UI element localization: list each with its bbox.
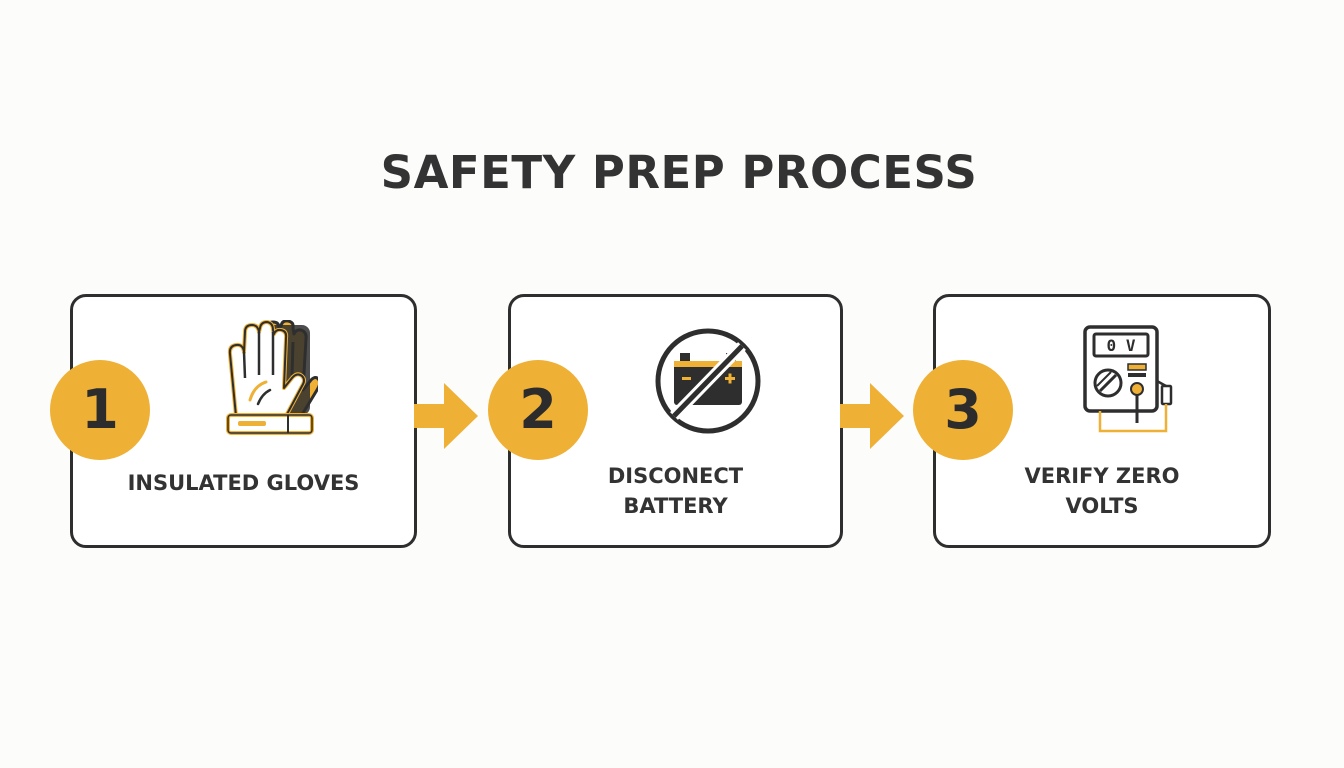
multimeter-icon: 0 V [1083, 325, 1173, 433]
step-label-2-line-1: DISCONECT [607, 464, 744, 488]
step-label-3-line-1: VERIFY ZERO [1024, 464, 1180, 488]
meter-display-text: 0 V [1107, 336, 1136, 355]
step-label-2: DISCONECT BATTERY [511, 461, 840, 521]
step-label-3: VERIFY ZERO VOLTS [936, 461, 1268, 521]
battery-disconnect-icon [655, 328, 761, 434]
step-number-badge-3: 3 [913, 360, 1013, 460]
step-label-3-line-2: VOLTS [1065, 494, 1139, 518]
step-label-1-line-1: INSULATED GLOVES [127, 471, 360, 495]
step-label-1: INSULATED GLOVES [73, 468, 414, 498]
arrow-right-icon [414, 383, 478, 449]
step-number-badge-1: 1 [50, 360, 150, 460]
arrow-right-icon [840, 383, 904, 449]
step-number-badge-2: 2 [488, 360, 588, 460]
page-title: SAFETY PREP PROCESS [380, 146, 978, 199]
step-label-2-line-2: BATTERY [623, 494, 728, 518]
insulated-gloves-icon [226, 320, 318, 435]
